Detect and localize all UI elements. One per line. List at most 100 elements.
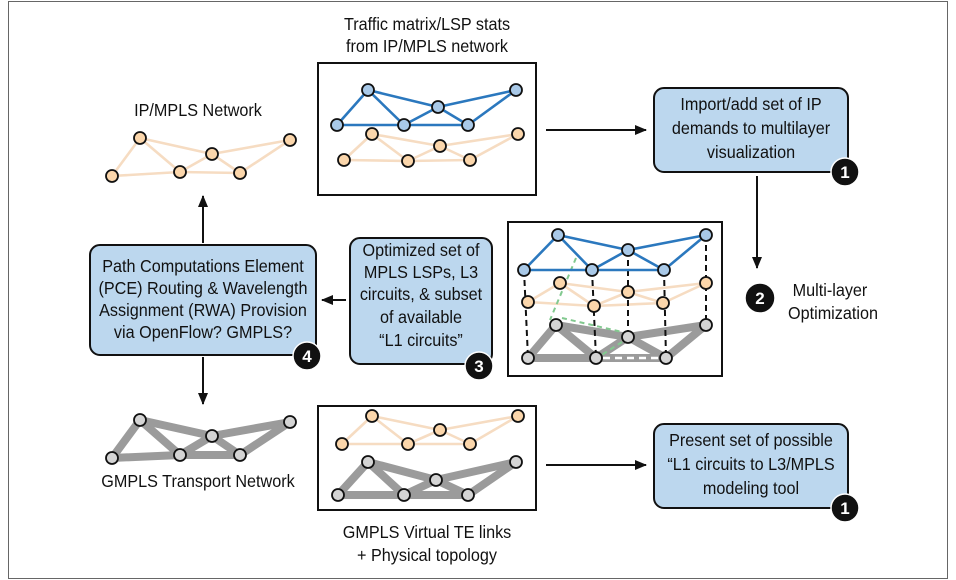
virtual-te-ip-node [365,409,379,423]
virtual-te-transport-link [364,458,440,484]
step-pce-line-4: via OpenFlow? GMPLS? [114,322,292,342]
step-pce-line-2: (PCE) Routing & Wavelength [98,278,307,298]
gmpls-transport-node [105,451,119,465]
multilayer-ip-link [626,281,708,294]
multilayer-ip-node [656,296,670,310]
multilayer-transport-link [552,321,632,341]
virtual-te-ip-node [335,437,349,451]
traffic-ip-layer-link [370,132,410,163]
ip-mpls-link [178,170,242,175]
step-import-demands-line-3: visualization [707,142,795,162]
ip-mpls-link [238,138,292,175]
virtual-te-transport-node [429,473,443,487]
traffic-lsp-layer-link [366,88,406,127]
gmpls-transport-link [108,416,144,462]
ip-mpls-node [133,131,147,145]
badge-number: 2 [755,289,764,308]
multilayer-lsp-link [556,233,630,252]
ip-mpls-link [138,136,214,156]
step-multi-layer-optimization: 2 Multi-layer Optimization [744,280,878,323]
badge-number: 1 [840,163,849,182]
virtual-te-ip-link [370,414,410,446]
gmpls-transport-link [136,416,216,440]
traffic-lsp-layer-node [461,118,475,132]
virtual-te-ip-link [438,414,520,432]
step-optimized-set-line-2: MPLS LSPs, L3 [364,262,478,282]
multilayer-network-box [507,221,723,377]
gmpls-transport-node [173,448,187,462]
virtual-te-transport-node [331,488,345,502]
badge-number: 1 [840,499,849,518]
step-import-demands: Import/add set of IP demands to multilay… [653,87,860,187]
multilayer-ip-node [621,285,635,299]
traffic-lsp-layer-node [397,118,411,132]
gmpls-transport-link [108,451,184,462]
multilayer-lsp-node [699,228,713,242]
gmpls-transport-network-graph [105,413,297,465]
traffic-ip-layer-node [463,153,477,167]
multi-layer-label-line-2: Optimization [788,303,878,323]
l1-circuit-segment [599,341,623,357]
virtual-te-ip-node [401,437,415,451]
traffic-ip-layer-node [401,154,415,168]
virtual-te-transport-link [432,458,520,484]
traffic-lsp-layer-link [466,88,518,127]
figure-frame [8,1,948,579]
ip-mpls-node [233,166,247,180]
step-badge-import: 1 [830,157,860,187]
step-pce-provision: Path Computations Element (PCE) Routing … [89,244,322,371]
traffic-ip-layer-link [370,132,442,148]
virtual-te-label-line-1: GMPLS Virtual TE links [343,522,512,542]
traffic-ip-layer-node [433,139,447,153]
ip-mpls-link [210,138,292,156]
traffic-matrix-title-line-1: Traffic matrix/LSP stats [344,14,510,34]
traffic-lsp-layer-node [431,100,445,114]
ip-mpls-link [110,170,182,178]
multilayer-transport-link [662,321,710,362]
multilayer-ip-node [553,276,567,290]
ip-mpls-node [283,133,297,147]
step-present-circuits: Present set of possible “L1 circuits to … [653,423,860,523]
step-present-circuits-box [653,423,849,509]
gmpls-transport-link [208,418,294,440]
l1-circuit-path [549,257,623,357]
virtual-te-ip-link [370,414,442,432]
traffic-ip-layer-node [511,127,525,141]
virtual-te-transport-node [397,488,411,502]
gmpls-transport-node [283,415,297,429]
badge-circle [744,282,776,314]
traffic-lsp-layer-link [366,88,440,109]
ip-mpls-link [110,136,142,178]
traffic-ip-layer-node [365,127,379,141]
step-present-line-3: modeling tool [703,478,799,498]
step-optimized-set: Optimized set of MPLS LSPs, L3 circuits,… [349,237,494,381]
gmpls-transport-node [205,429,219,443]
badge-circle [830,157,860,187]
ip-mpls-link [138,136,182,174]
multilayer-transport-node [521,351,535,365]
step-optimized-set-box [349,237,493,365]
step-optimized-set-line-3: circuits, & subset [360,284,483,304]
traffic-lsp-layer-node [330,118,344,132]
step-optimized-set-line-1: Optimized set of [363,240,480,260]
l1-circuit-segment [561,317,623,333]
multilayer-transport-node [699,318,713,332]
badge-number: 3 [474,357,483,376]
multilayer-ip-link [526,300,596,308]
virtual-te-label-line-2: + Physical topology [357,545,497,565]
multilayer-ip-link [661,281,708,305]
interlayer-dash [591,269,597,359]
multilayer-ip-node [521,295,535,309]
ip-mpls-network-graph [105,131,297,183]
traffic-matrix-network-box [317,62,537,196]
step-import-demands-line-1: Import/add set of IP [680,94,821,114]
gmpls-transport-network-label: GMPLS Transport Network [101,471,295,491]
multilayer-lsp-node [585,263,599,277]
multilayer-lsp-link [556,233,594,272]
traffic-ip-layer-link [438,132,520,148]
multilayer-lsp-link [522,233,560,272]
gmpls-transport-link [236,418,294,459]
traffic-lsp-layer-link [436,88,518,109]
gmpls-transport-node [133,413,147,427]
